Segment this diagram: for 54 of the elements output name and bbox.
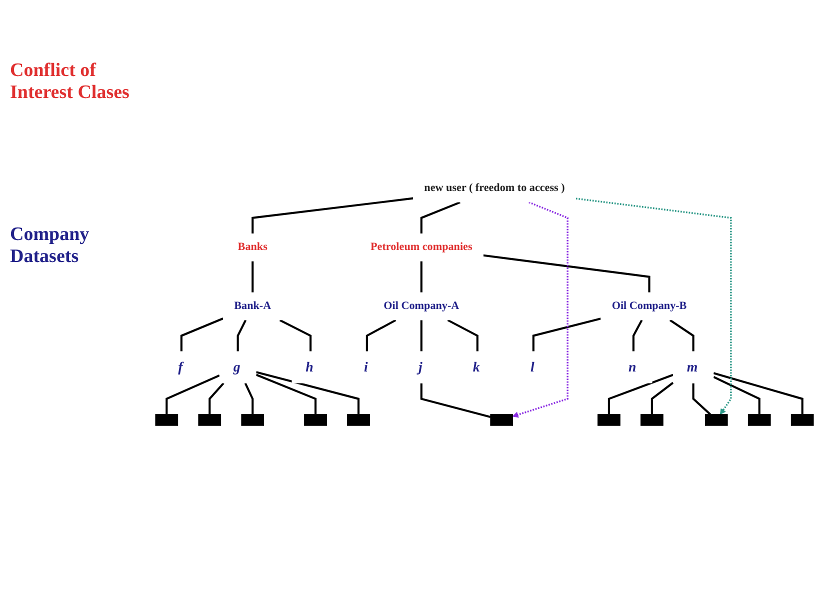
connector <box>713 372 804 415</box>
node-bar <box>347 414 370 426</box>
node-text: n <box>628 360 636 376</box>
node-text: g <box>233 360 240 376</box>
connector <box>692 384 712 416</box>
connector <box>420 320 422 352</box>
level-label: Conflict of Interest Clases <box>10 60 130 104</box>
node-text: Oil Company-A <box>384 300 460 312</box>
connector <box>244 383 254 415</box>
connector <box>252 198 414 234</box>
connector <box>632 320 643 352</box>
node-bar <box>704 414 728 426</box>
connector <box>483 254 650 293</box>
connector <box>166 374 220 415</box>
connector <box>208 383 224 415</box>
node-bar <box>304 414 327 426</box>
node-text: Oil Company-B <box>612 300 687 312</box>
connector <box>447 320 478 352</box>
level-label: Company Datasets <box>10 224 90 268</box>
connector <box>608 374 674 415</box>
connector <box>256 372 360 415</box>
connector <box>420 384 491 419</box>
connector <box>713 376 760 415</box>
node-bar <box>198 414 222 426</box>
node-text: Petroleum companies <box>370 242 472 254</box>
connector <box>650 382 674 415</box>
node-text: l <box>530 360 534 376</box>
connector <box>180 318 224 352</box>
arrow <box>512 202 568 418</box>
node-bar <box>490 414 514 426</box>
node-text: j <box>418 360 422 376</box>
connector <box>532 318 601 352</box>
node-text: Banks <box>238 242 268 254</box>
arrow <box>576 198 732 416</box>
node-text: Bank-A <box>234 300 272 312</box>
connector <box>366 320 396 352</box>
node-text: m <box>686 360 698 376</box>
node-text: f <box>178 360 183 376</box>
connector <box>252 262 254 293</box>
node-bar <box>640 414 664 426</box>
connector <box>236 320 247 352</box>
connector <box>279 320 312 352</box>
connector <box>669 320 694 352</box>
node-bar <box>790 414 814 426</box>
connector <box>420 262 422 293</box>
node-text: new user ( freedom to access ) <box>424 182 565 194</box>
node-bar <box>241 414 264 426</box>
node-bar <box>155 414 178 426</box>
node-text: k <box>472 360 480 376</box>
node-bar <box>748 414 771 426</box>
node-text: i <box>364 360 368 376</box>
connector <box>420 202 460 234</box>
node-bar <box>598 414 620 426</box>
connector <box>256 374 317 415</box>
